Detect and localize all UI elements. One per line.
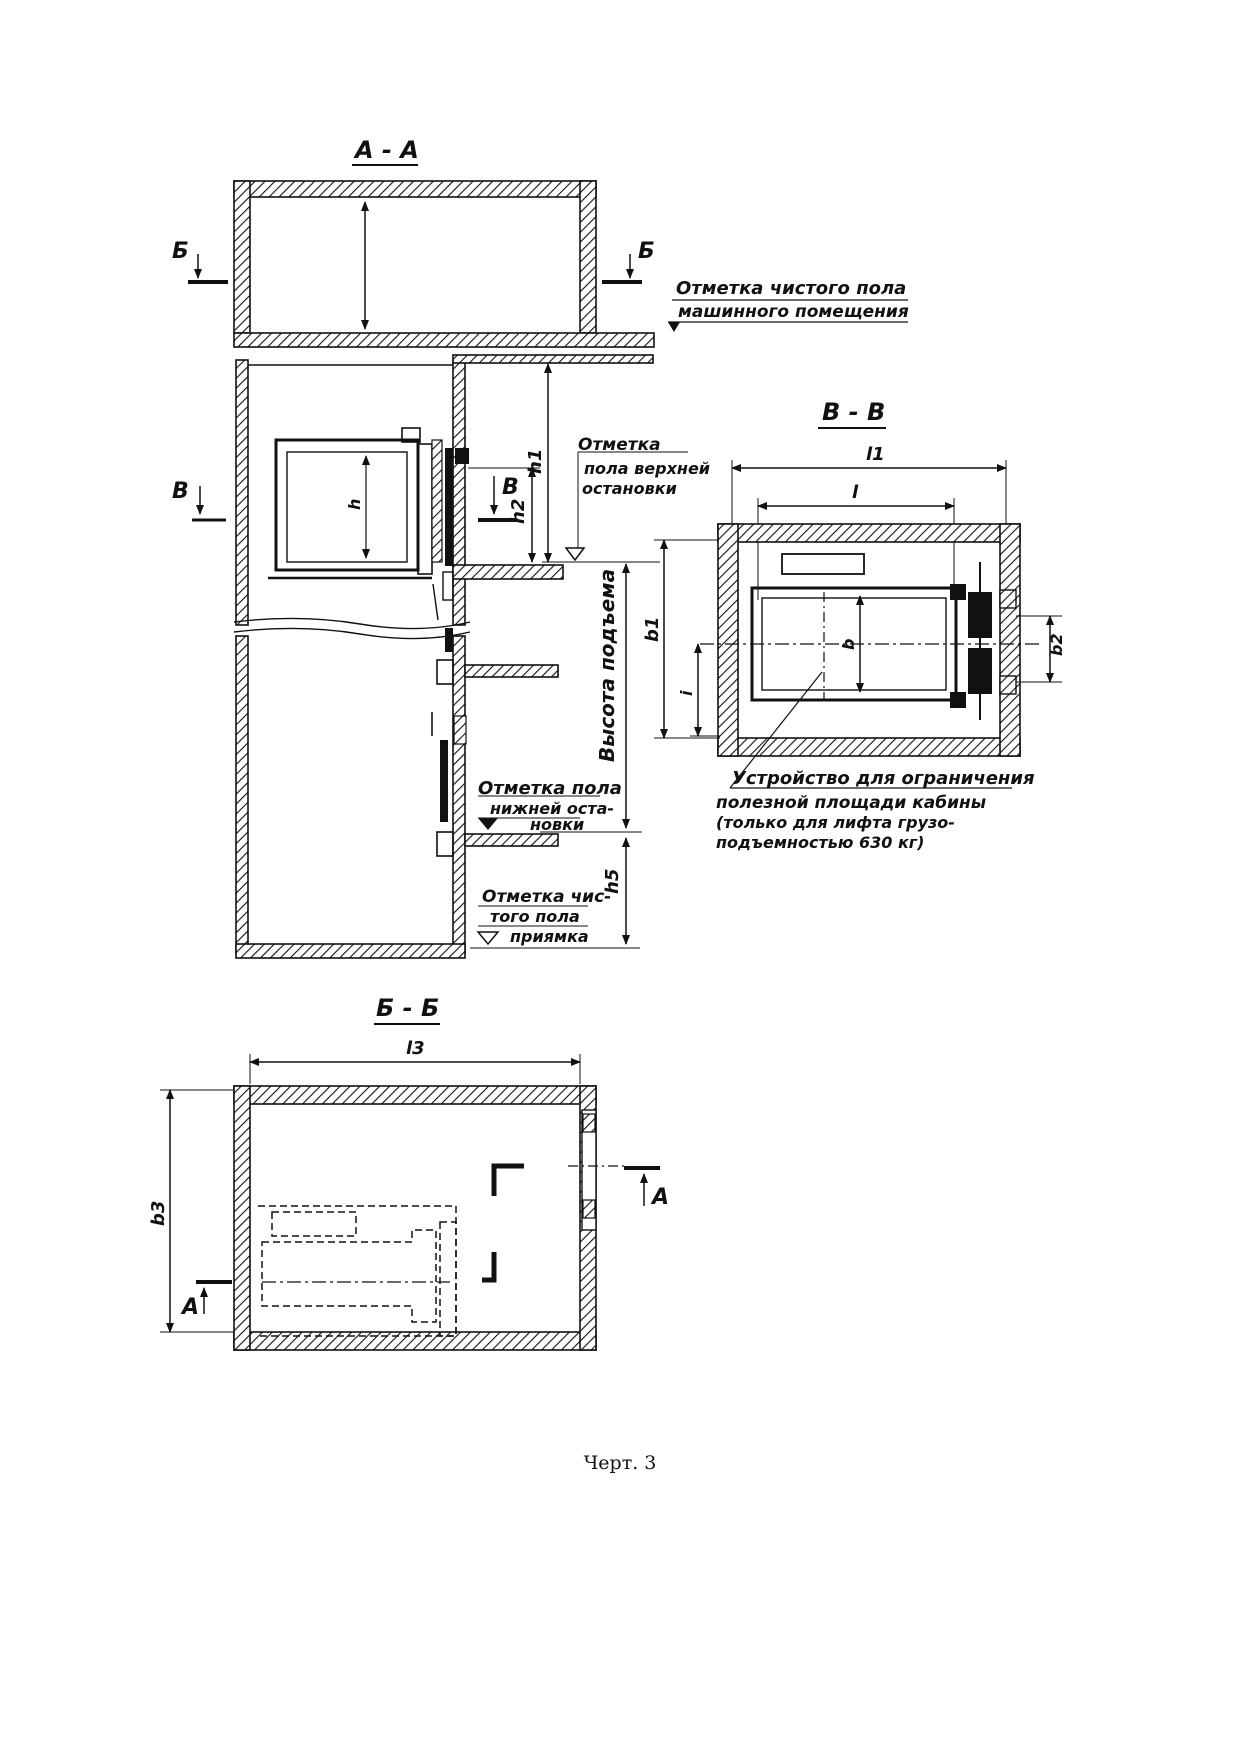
vv-shaft-walls [717,523,1021,757]
break-line [233,617,471,630]
note-pit-floor: Отметка чис- того пола приямка [476,887,611,946]
cut-mark-b-right: Б [602,239,655,284]
dim-ext-lines [249,1054,581,1084]
vv-guide-rails [950,562,1017,720]
dim-h5-label: h5 [602,869,623,894]
bb-door-jamb [582,1199,596,1219]
bb-door-jamb [582,1113,596,1133]
svg-text:пола верхней: пола верхней [584,459,710,478]
cut-mark-b-left: Б [172,239,228,284]
shaft-walls-upper [235,354,654,626]
cut-mark-a-right: А [624,1166,669,1210]
svg-text:остановки: остановки [582,479,677,498]
svg-text:подъемностью 630 кг): подъемностью 630 кг) [716,833,924,852]
svg-text:В: В [502,475,519,500]
dim-l1-label: l1 [866,444,885,465]
svg-text:В: В [172,479,189,504]
cabin-stub [445,628,453,652]
dim-b2-label: b2 [1047,633,1066,656]
dim-h1-label: h1 [525,449,546,474]
cabin [268,427,454,621]
counterweight-top [455,448,469,464]
dim-l-label: l [852,482,859,503]
svg-text:Отметка чистого пола: Отметка чистого пола [676,278,906,299]
rise-height-label: Высота подъема [595,569,619,762]
door-track [440,740,448,822]
svg-text:(только для лифта грузо-: (только для лифта грузо- [716,813,955,832]
break-line [233,627,471,640]
cut-mark-v-right: В [478,475,519,522]
svg-text:А: А [650,1185,669,1210]
machine-room-floor-slab [233,332,655,348]
bb-cabin-outline-dashed [258,1205,457,1337]
svg-text:Б: Б [172,239,189,264]
svg-text:новки: новки [530,815,584,834]
svg-text:того пола: того пола [490,907,580,926]
figure-caption: Черт. 3 [583,1452,657,1474]
svg-text:полезной площади кабины: полезной площади кабины [716,793,986,813]
dim-l3-label: l3 [406,1038,425,1059]
section-bb-title: Б - Б [376,994,439,1022]
svg-text:Отметка: Отметка [578,435,661,455]
machine-room-walls [233,180,597,334]
bb-cut-plane-markers [482,1163,524,1283]
section-aa: А - А Б Б Отметка чистого пола машинно [172,136,909,959]
note-machine-room-floor: Отметка чистого пола машинного помещения [668,278,909,332]
cut-mark-a-left: А [180,1280,232,1320]
vv-control-box [781,553,865,575]
dim-ext-lines [160,1089,234,1333]
dim-b3-label: b3 [148,1201,169,1226]
dim-b-label: b [839,639,858,650]
svg-text:Устройство для ограничения: Устройство для ограничения [732,768,1035,789]
note-top-stop-floor: Отметка пола верхней остановки [564,435,710,562]
dim-h-label: h [345,499,364,510]
dim-b1-label: b1 [642,617,663,642]
svg-text:нижней оста-: нижней оста- [490,799,614,818]
svg-text:Отметка чис-: Отметка чис- [482,887,611,907]
dim-h2-label: h2 [508,499,529,524]
note-area-limiter: Устройство для ограничения полезной площ… [716,671,1035,852]
note-bottom-stop-floor: Отметка пола нижней оста- новки [478,778,622,834]
dim-i-label: i [677,690,696,696]
svg-text:Б: Б [638,239,655,264]
section-vv: В - В l1 l [642,398,1066,852]
counterweight-bottom [453,715,467,745]
dim-ext-lines [654,539,1062,739]
landing-doors [431,659,454,857]
cut-mark-v-left: В [172,479,226,522]
svg-text:Отметка пола: Отметка пола [478,778,622,799]
svg-text:приямка: приямка [510,927,589,946]
bb-shaft-walls [233,1085,597,1351]
section-aa-title: А - А [353,136,419,164]
svg-text:машинного помещения: машинного помещения [678,302,909,322]
svg-text:А: А [180,1295,199,1320]
section-vv-title: В - В [822,398,885,426]
section-bb: Б - Б l3 [148,994,669,1351]
